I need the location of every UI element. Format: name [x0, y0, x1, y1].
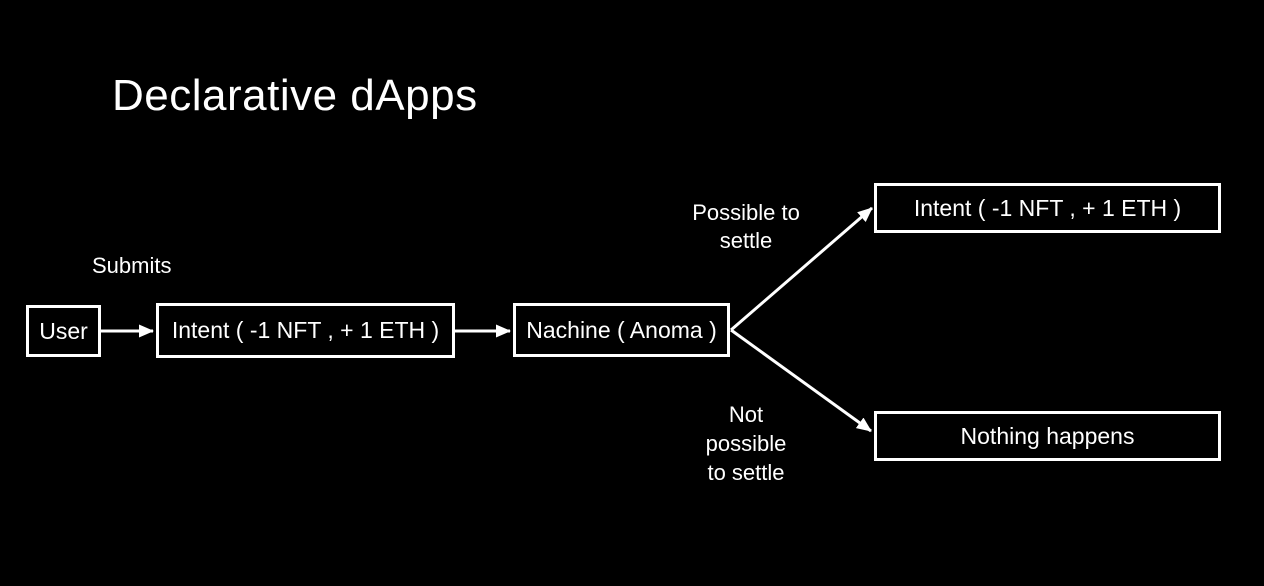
edge-label-submits: Submits: [92, 253, 172, 278]
edge-label-possible-to-settle: Possible to settle: [692, 200, 800, 253]
edge-label-not-possible-to-settle: Not possible to settle: [705, 402, 787, 485]
node-user: User: [26, 305, 101, 357]
node-machine-anoma: Nachine ( Anoma ): [513, 303, 730, 357]
node-intent-settled: Intent ( -1 NFT , + 1 ETH ): [874, 183, 1221, 233]
node-nothing-happens: Nothing happens: [874, 411, 1221, 461]
node-intent-submitted: Intent ( -1 NFT , + 1 ETH ): [156, 303, 455, 358]
page-title: Declarative dApps: [112, 71, 478, 120]
